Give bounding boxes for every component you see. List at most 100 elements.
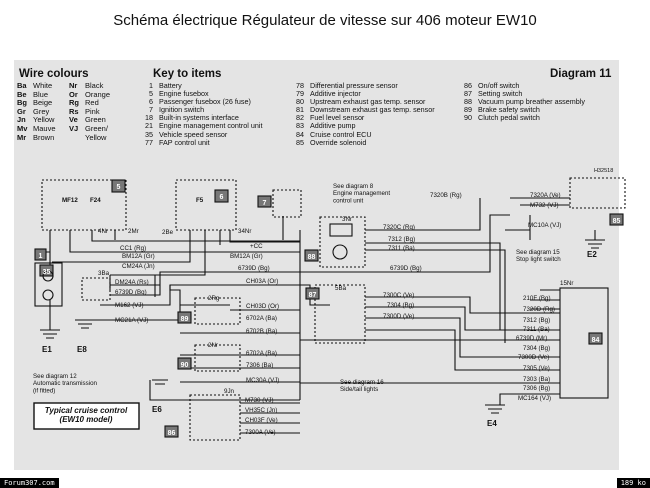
key-item: 18 Built-in systems interface [145,114,266,122]
earth-e1-label: E1 [42,345,52,354]
key-item-label: Additive pump [310,121,356,131]
key-item: 90 Clutch pedal switch [464,114,588,122]
wire-colour-cell: Orange [85,89,111,99]
wire-bm12a-right: BM12A (Gr) [230,253,263,260]
key-item-number: 90 [464,113,472,123]
wire-colour-cell: Grey [33,106,50,116]
key-item-label: Differential pressure sensor [310,81,398,90]
component-6-label: 6 [220,194,224,201]
connector-9jn: 9Jn [224,388,235,395]
wire-colour-cell: Nr [69,81,78,90]
wire-7306b: 7306 (Bg) [523,385,550,392]
wire-7311: 7311 (Ba) [388,245,415,252]
earth-e2-label: E2 [587,250,597,259]
wire-mc164: MC164 (VJ) [518,395,551,402]
on-off-switch-number-box [164,425,179,438]
caption-box [33,402,140,430]
wire-7312: 7312 (Bg) [388,236,415,243]
key-item-label: Passenger fusebox (26 fuse) [159,97,251,107]
text-line: See diagram 16 [340,379,384,386]
key-item-label: Ignition switch [159,105,205,115]
wire-6739d-mid: 6739D (Bg) [238,265,270,272]
connector-3nr: 3Nr [342,216,352,223]
footer-left: Forum307.com [0,478,59,488]
wire-colour-cell: Rg [69,98,79,108]
engine-fusebox-outline [41,179,127,231]
fuse-mf12-label: MF12 [62,197,78,204]
key-item-label: Upstream exhaust gas temp. sensor [310,97,426,107]
text-line: See diagram 8 [333,183,374,190]
wire-7305: 7305 (Ve) [523,365,550,372]
key-item-number: 84 [296,129,304,139]
vacuum-pump-motor-icon [332,244,348,260]
wire-colour-cell: Ve [69,115,78,125]
key-item-number: 1 [149,81,153,90]
key-item-number: 88 [464,97,472,107]
wire-colour-cell: Jn [17,115,26,125]
key-item-label: Engine fusebox [159,89,209,99]
text-line: See diagram 12 [33,373,77,380]
key-item: 82 Fuel level sensor [296,114,438,122]
wire-6739d-left: 6739D (Bg) [115,289,147,296]
text-line: (EW10 model) [60,415,113,424]
wire-7320c: 7320C (Rg) [383,224,415,231]
key-item-label: Fuel level sensor [310,113,365,123]
text-line: Stop light switch [516,256,561,263]
key-item-number: 18 [145,113,153,123]
key-item-number: 82 [296,113,304,123]
connector-5ba: 5Ba [335,285,347,292]
wire-6702a-90: 6702A (Ba) [246,350,277,357]
earth-e6-label: E6 [152,405,162,414]
key-item-number: 85 [296,137,304,147]
wire-colour-cell: Or [69,89,78,99]
wire-2mr: 2Mr [128,228,139,235]
connector-3ba: 3Ba [98,270,110,277]
key-item-label: Override solenoid [310,137,367,147]
key-item-number: 77 [145,137,153,147]
key-item-number: 78 [296,81,304,90]
wire-7306: 7306 (Ba) [246,362,273,369]
key-item-label: Built-in systems interface [159,113,239,123]
wire-7304: 7304 (Bg) [387,302,414,309]
wire-4nr: 4Nr [98,228,108,235]
wire-colour-cell: Bg [17,98,27,108]
key-item-label: Setting switch [478,89,523,99]
ignition-switch-number-box [257,195,272,208]
wire-colour-row: Bg Beige Rg Red [17,99,121,108]
clutch-switch-number-box [177,357,192,370]
wire-colour-cell: Yellow [85,132,107,142]
wire-7304b: 7304 (Bg) [523,345,550,352]
passenger-fusebox-number-box [214,189,229,203]
fuse-f24-label: F24 [90,197,101,204]
wire-7300d: 7300D (Ve) [383,313,414,320]
connector-2rg: 2Rg [208,295,220,302]
wire-7311b: 7311 (Ba) [523,326,550,333]
wire-colour-cell: Mauve [33,123,56,133]
vacuum-pump-number-box [304,249,319,262]
connector-2be: 2Be [162,229,174,236]
wire-colour-cell: Beige [33,98,53,108]
wire-6702a-89: 6702A (Ba) [246,315,277,322]
wire-plus-cc: +CC [250,243,263,250]
wire-colour-cell: Red [85,98,99,108]
text-line: See diagram 15 [516,249,560,256]
key-item-label: Clutch pedal switch [478,113,540,123]
setting-switch-number-box [305,287,320,300]
wire-colour-cell: Mr [17,132,27,142]
